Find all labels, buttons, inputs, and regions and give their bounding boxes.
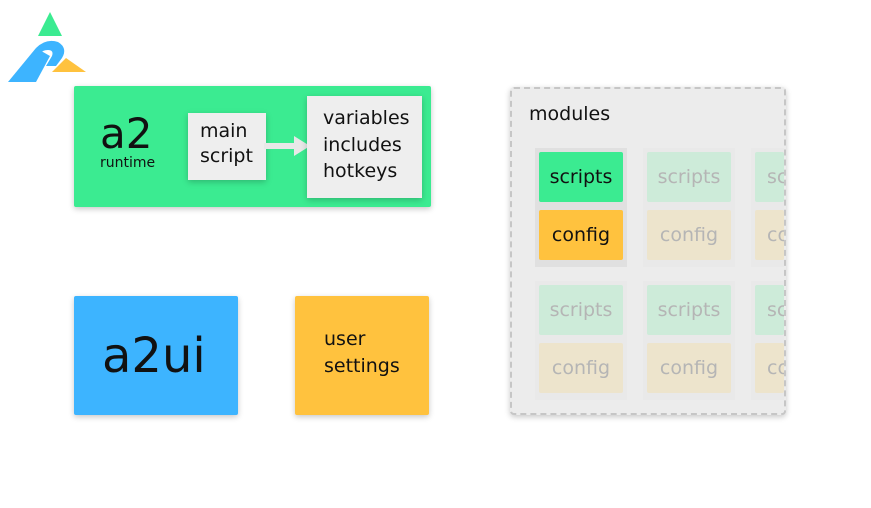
a2ui-box xyxy=(74,296,238,415)
module-scripts-tile: scripts xyxy=(539,152,623,202)
module-config-tile: config xyxy=(539,343,623,393)
module-config-tile: config xyxy=(647,210,731,260)
user-settings-box: user settings xyxy=(295,296,429,415)
runtime-subtitle: runtime xyxy=(100,155,156,171)
module-scripts-tile: scripts xyxy=(755,152,784,202)
main-script-line: script xyxy=(200,144,253,167)
module-config-tile: config xyxy=(647,343,731,393)
module-config-tile: config xyxy=(755,210,784,260)
module-scripts-tile: scripts xyxy=(755,285,784,335)
includes-line: variables xyxy=(323,107,410,129)
includes-line: includes xyxy=(323,133,402,156)
module-config-tile: config xyxy=(539,210,623,260)
settings-line: user xyxy=(324,328,366,350)
main-script-line: main xyxy=(200,120,248,142)
module-scripts-tile: scripts xyxy=(539,285,623,335)
main-script-box: main script xyxy=(188,113,266,180)
module-config-tile: config xyxy=(755,343,784,393)
runtime-title: a2 xyxy=(100,109,153,158)
a2ui-label: a2ui xyxy=(102,328,206,384)
a2-logo-icon xyxy=(8,12,86,82)
includes-line: hotkeys xyxy=(323,160,398,183)
module-scripts-tile: scripts xyxy=(647,152,731,202)
module-scripts-tile: scripts xyxy=(647,285,731,335)
includes-box: variables includes hotkeys xyxy=(307,96,422,198)
flow-arrow-icon xyxy=(264,136,310,156)
modules-title: modules xyxy=(529,103,611,125)
settings-line: settings xyxy=(324,354,400,377)
